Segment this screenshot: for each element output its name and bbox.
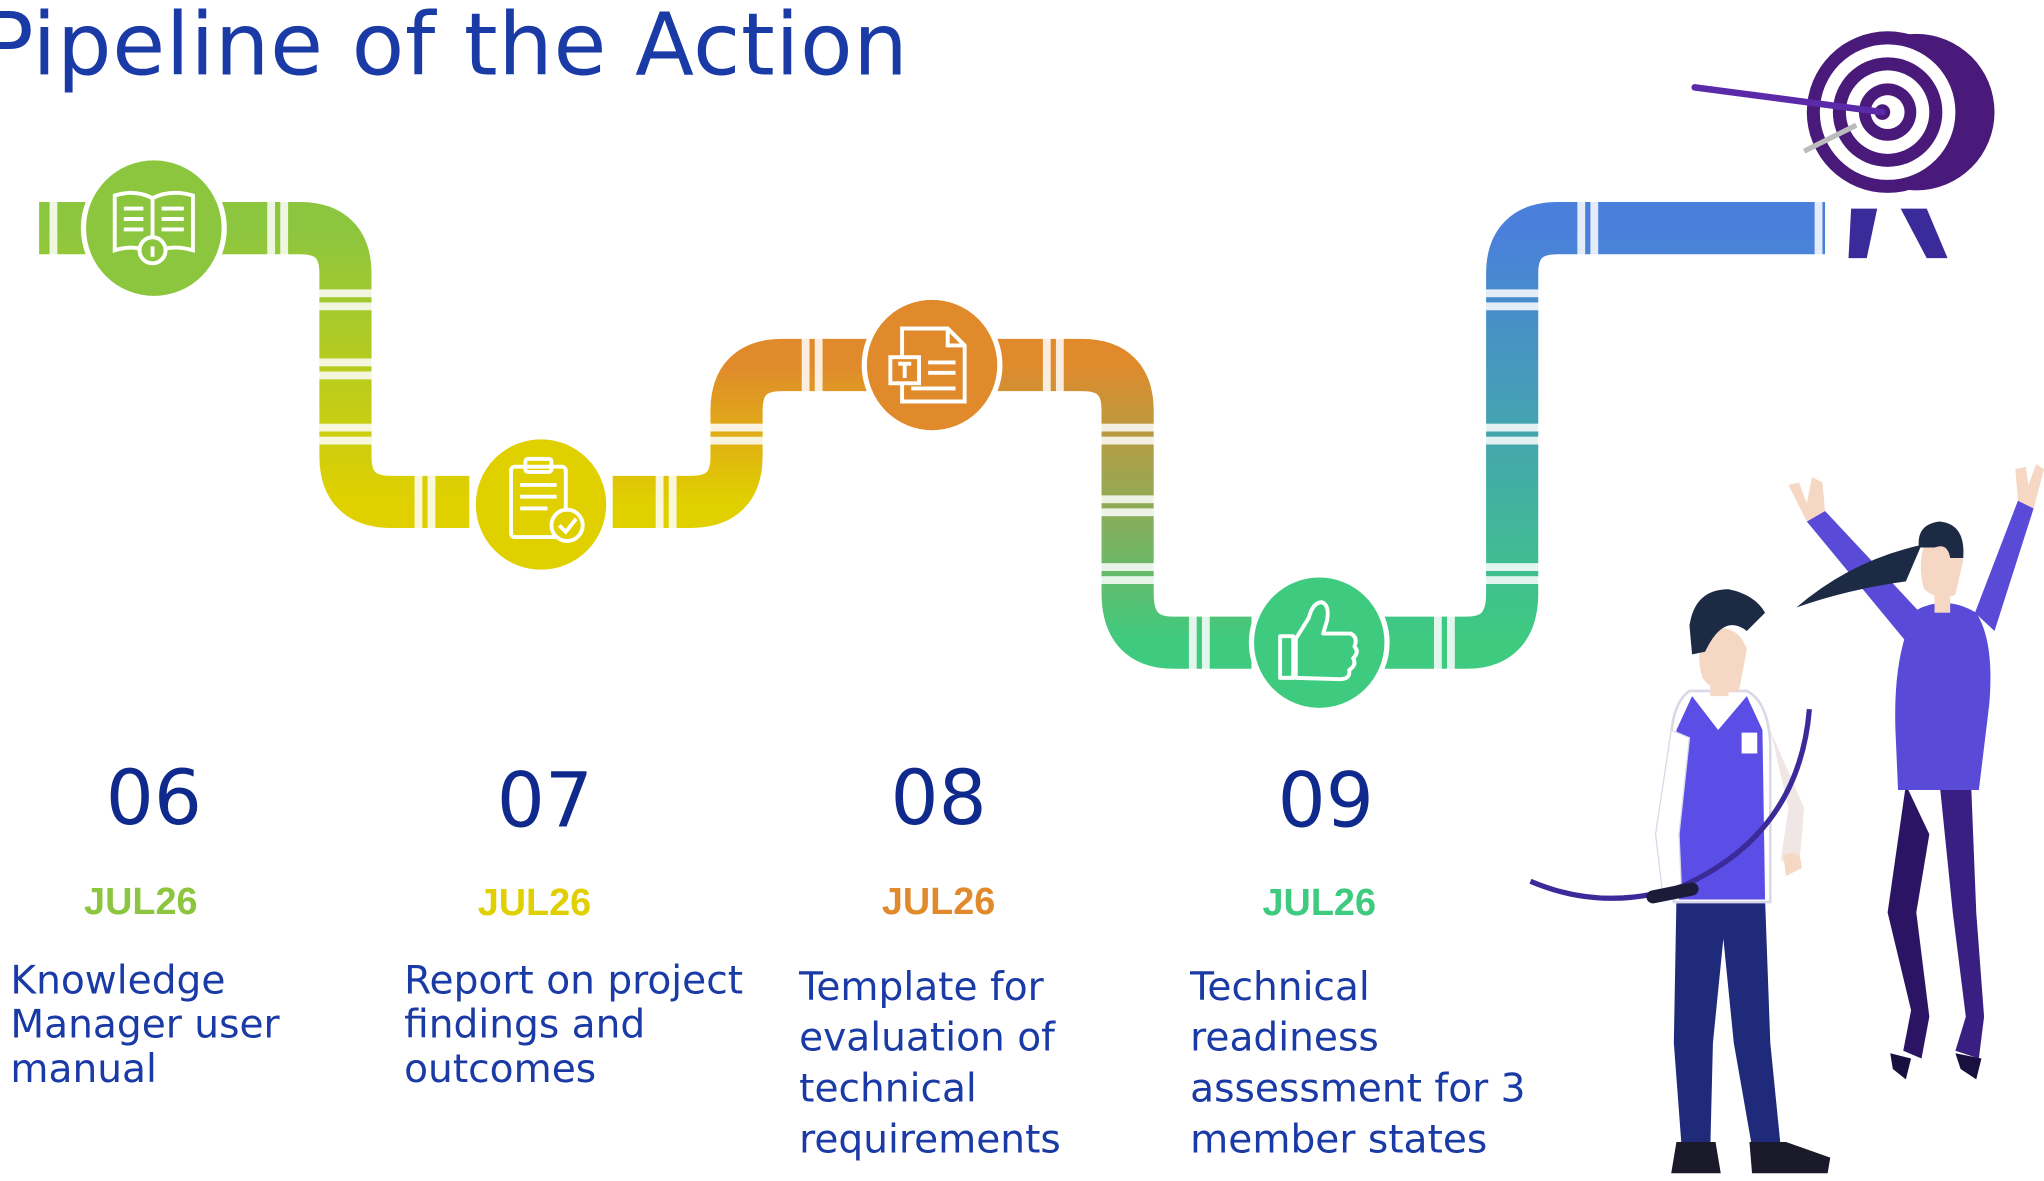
step-09-number: 09 bbox=[1277, 756, 1374, 845]
step-09-description: Technical readiness assessment for 3 mem… bbox=[1190, 964, 1526, 1163]
target-icon bbox=[1691, 31, 1995, 259]
page-title: Pipeline of the Action bbox=[0, 0, 909, 96]
step-08-date: JUL26 bbox=[881, 881, 996, 923]
step-07-date: JUL26 bbox=[477, 882, 592, 925]
pipe-segment-orange-to-green bbox=[997, 338, 1252, 669]
step-node-07 bbox=[470, 434, 612, 575]
step-06-description: Knowledge Manager user manual bbox=[10, 958, 280, 1093]
man-figure bbox=[1529, 589, 1831, 1174]
step-06-number: 06 bbox=[105, 753, 202, 843]
celebrating-people-illustration bbox=[1529, 464, 2044, 1174]
pipe-segment-green-to-blue bbox=[1384, 202, 1826, 669]
step-08-number: 08 bbox=[890, 753, 987, 843]
woman-figure bbox=[1788, 464, 2044, 1080]
pipe-couplings bbox=[49, 195, 1823, 676]
clipboard-check-icon bbox=[509, 456, 585, 543]
step-node-08 bbox=[861, 294, 1003, 436]
step-07-number: 07 bbox=[496, 756, 594, 845]
book-info-icon bbox=[112, 190, 195, 266]
step-07-description: Report on project findings and outcomes bbox=[404, 958, 744, 1093]
document-template-icon bbox=[888, 326, 967, 404]
step-08-description: Template for evaluation of technical req… bbox=[799, 964, 1061, 1163]
pipe-segment-yellow-to-orange bbox=[612, 338, 867, 528]
step-09-date: JUL26 bbox=[1262, 882, 1376, 925]
thumbs-up-icon bbox=[1278, 600, 1359, 682]
step-node-06 bbox=[80, 155, 227, 302]
step-node-09 bbox=[1248, 572, 1390, 714]
step-06-date: JUL26 bbox=[84, 881, 198, 923]
